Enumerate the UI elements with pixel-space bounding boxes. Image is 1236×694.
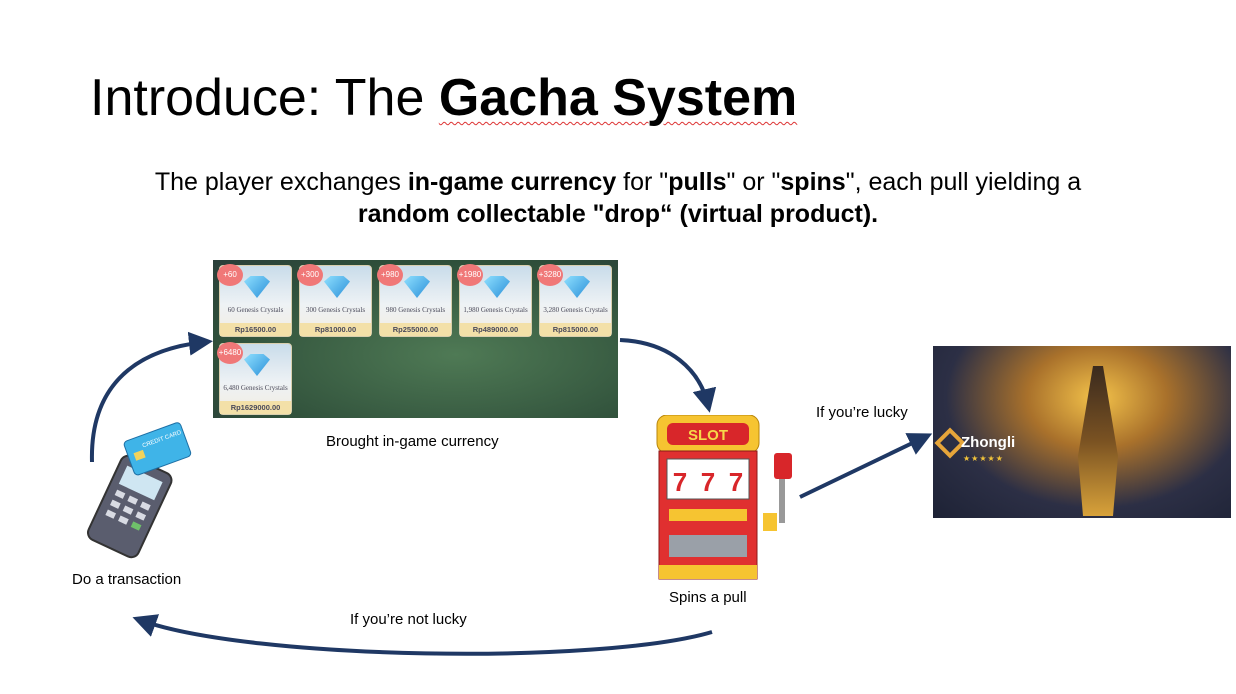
bonus-badge: +1980: [457, 264, 483, 286]
svg-text:7: 7: [701, 467, 715, 497]
bonus-badge: +60: [217, 264, 243, 286]
crystal-pack-tile: +980 980 Genesis Crystals Rp255000.00: [377, 264, 452, 337]
bonus-badge: +300: [297, 264, 323, 286]
crystal-pack-tile: +60 60 Genesis Crystals Rp16500.00: [217, 264, 292, 337]
crystal-pack-tile: +6480 6,480 Genesis Crystals Rp1629000.0…: [217, 342, 292, 415]
title-plain: Introduce: The: [90, 69, 439, 127]
crystal-pack-tile: +300 300 Genesis Crystals Rp81000.00: [297, 264, 372, 337]
lucky-caption: If you’re lucky: [816, 404, 908, 421]
transaction-caption: Do a transaction: [72, 571, 182, 588]
title-bold: Gacha System: [438, 69, 798, 127]
pack-name: 300 Genesis Crystals: [305, 306, 366, 314]
crystal-pack-tile: +1980 1,980 Genesis Crystals Rp489000.00: [457, 264, 532, 337]
crystal-pack-tile: +3280 3,280 Genesis Crystals Rp815000.00: [537, 264, 612, 337]
subtitle-text: " or ": [726, 168, 781, 196]
bonus-badge: +980: [377, 264, 403, 286]
arrow-not-lucky-return: [132, 614, 713, 656]
pack-price: Rp81000.00: [300, 323, 371, 336]
spin-caption: Spins a pull: [669, 589, 747, 606]
bonus-badge: +3280: [537, 264, 563, 286]
svg-text:7: 7: [729, 467, 743, 497]
pack-price: Rp255000.00: [380, 323, 451, 336]
pack-price: Rp489000.00: [460, 323, 531, 336]
pack-name: 980 Genesis Crystals: [385, 306, 446, 314]
subtitle-bold: in-game currency: [407, 168, 617, 196]
subtitle-text: ", each pull yielding a: [845, 168, 1082, 196]
pack-name: 60 Genesis Crystals: [227, 306, 284, 314]
currency-caption: Brought in-game currency: [326, 433, 499, 450]
slide-subtitle: The player exchanges in-game currency fo…: [60, 166, 1176, 230]
pack-price: Rp1629000.00: [220, 401, 291, 414]
subtitle-text: for ": [616, 168, 669, 196]
subtitle-bold: random collectable "drop“ (virtual produ…: [357, 200, 879, 228]
zhongli-reward-image: Zhongli ★★★★★: [933, 346, 1231, 518]
credit-card-icon: CREDIT CARD: [123, 422, 192, 476]
pack-price: Rp815000.00: [540, 323, 611, 336]
pack-name: 3,280 Genesis Crystals: [543, 306, 608, 314]
reward-name: Zhongli: [961, 434, 1016, 451]
payment-terminal-icon: CREDIT CARD: [86, 422, 192, 559]
subtitle-text: The player exchanges: [154, 168, 408, 196]
reward-stars: ★★★★★: [963, 454, 1004, 463]
bonus-badge: +6480: [217, 342, 243, 364]
currency-shop-image: +60 60 Genesis Crystals Rp16500.00 +300 …: [213, 260, 618, 418]
subtitle-bold: pulls: [668, 168, 727, 196]
arrow-currency-to-slot: [619, 338, 717, 413]
slot-machine-icon: SLOT 7 7 7: [656, 415, 792, 580]
pack-name: 1,980 Genesis Crystals: [463, 306, 528, 314]
not-lucky-caption: If you’re not lucky: [350, 611, 467, 628]
pack-name: 6,480 Genesis Crystals: [223, 384, 288, 392]
svg-text:SLOT: SLOT: [688, 427, 728, 444]
pack-price: Rp16500.00: [220, 323, 291, 336]
slide-title: Introduce: The Gacha System: [90, 68, 797, 128]
arrow-transaction-to-currency: [89, 331, 213, 463]
arrow-slot-to-reward: [799, 433, 933, 499]
subtitle-bold: spins: [780, 168, 846, 196]
svg-text:7: 7: [673, 467, 687, 497]
